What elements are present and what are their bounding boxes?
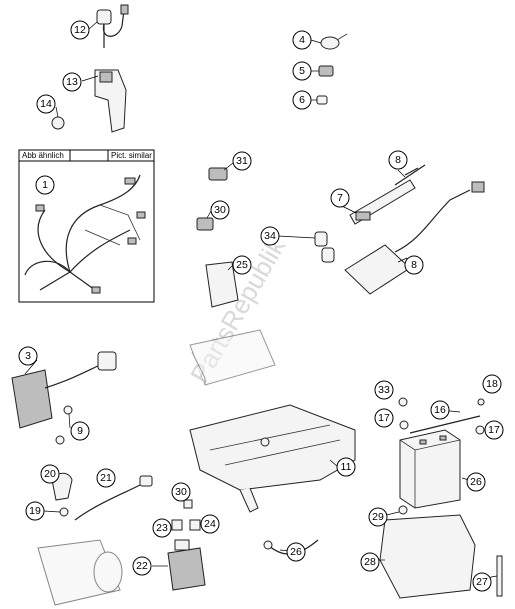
callout-32: 31 <box>232 151 252 171</box>
kill-switch-assembly <box>51 4 129 133</box>
callout-31: 30 <box>210 200 230 220</box>
svg-text:30: 30 <box>175 486 187 498</box>
callout-12: 12 <box>70 20 90 40</box>
svg-text:1: 1 <box>42 179 48 191</box>
svg-text:8: 8 <box>395 154 401 166</box>
svg-text:9: 9 <box>77 425 83 437</box>
svg-text:6: 6 <box>299 94 305 106</box>
svg-text:28: 28 <box>364 556 376 568</box>
svg-text:29: 29 <box>372 511 384 523</box>
callout-9: 8 <box>388 150 408 170</box>
callout-14: 14 <box>36 94 56 114</box>
battery-assembly <box>398 397 485 509</box>
callout-7: 7 <box>330 188 350 208</box>
callout-1: 1 <box>35 175 55 195</box>
main-harness-frame: Abb ähnlich Pict. similar <box>18 149 155 303</box>
callout-19: 19 <box>25 501 45 521</box>
svg-text:31: 31 <box>236 155 248 167</box>
svg-text:4: 4 <box>299 34 305 46</box>
callout-25: 26 <box>286 542 306 562</box>
frame-label-left: Abb ähnlich <box>22 151 64 160</box>
small-parts-4-5-6 <box>316 33 348 105</box>
frame-label-right: Pict. similar <box>111 151 152 160</box>
callout-17-right: 17 <box>484 420 504 440</box>
svg-text:24: 24 <box>204 518 216 530</box>
svg-text:16: 16 <box>434 404 446 416</box>
svg-text:5: 5 <box>299 65 305 77</box>
svg-text:26: 26 <box>470 476 482 488</box>
sensor-and-control-box <box>314 164 485 295</box>
callout-24: 25 <box>232 255 252 275</box>
svg-text:33: 33 <box>378 384 390 396</box>
svg-text:30: 30 <box>214 204 226 216</box>
svg-text:27: 27 <box>476 576 488 588</box>
callout-3: 3 <box>18 346 38 366</box>
callout-13: 13 <box>62 72 82 92</box>
leader-lines <box>24 21 498 579</box>
svg-text:13: 13 <box>66 76 78 88</box>
callout-33: 33 <box>374 380 394 400</box>
callout-29: 29 <box>368 507 388 527</box>
callout-21: 21 <box>96 468 116 488</box>
svg-text:14: 14 <box>40 98 52 110</box>
battery-tray <box>189 404 356 513</box>
callout-18: 18 <box>482 374 502 394</box>
callout-16: 16 <box>430 400 450 420</box>
callout-27: 27 <box>472 572 492 592</box>
regulator-assembly <box>11 351 117 445</box>
svg-text:22: 22 <box>136 560 148 572</box>
svg-text:20: 20 <box>44 468 56 480</box>
svg-text:26: 26 <box>290 546 302 558</box>
callout-22: 22 <box>132 556 152 576</box>
callout-10: 9 <box>70 421 90 441</box>
callout-23-right: 24 <box>200 514 220 534</box>
callout-11: 11 <box>336 457 356 477</box>
svg-text:11: 11 <box>341 461 352 473</box>
svg-text:21: 21 <box>100 472 112 484</box>
svg-text:34: 34 <box>264 230 276 242</box>
svg-text:23: 23 <box>156 522 168 534</box>
svg-text:18: 18 <box>486 378 498 390</box>
callout-8: 8 <box>404 255 424 275</box>
svg-text:7: 7 <box>337 192 343 204</box>
callout-28: 28 <box>360 552 380 572</box>
callout-5: 5 <box>292 61 312 81</box>
starter-motor <box>37 539 123 606</box>
callout-4: 4 <box>292 30 312 50</box>
svg-text:3: 3 <box>25 350 31 362</box>
svg-text:17: 17 <box>378 412 390 424</box>
ecu-module <box>189 329 276 386</box>
callout-34: 34 <box>260 226 280 246</box>
callout-20: 20 <box>40 464 60 484</box>
svg-text:25: 25 <box>236 259 248 271</box>
callout-30: 30 <box>171 482 191 502</box>
svg-text:19: 19 <box>29 505 41 517</box>
callout-23-left: 23 <box>152 518 172 538</box>
callout-6: 6 <box>292 90 312 110</box>
svg-text:8: 8 <box>411 259 417 271</box>
relays-and-module <box>196 167 239 308</box>
callout-26: 26 <box>466 472 486 492</box>
svg-text:17: 17 <box>488 424 500 436</box>
callout-17-left: 17 <box>374 408 394 428</box>
svg-text:12: 12 <box>74 24 86 36</box>
